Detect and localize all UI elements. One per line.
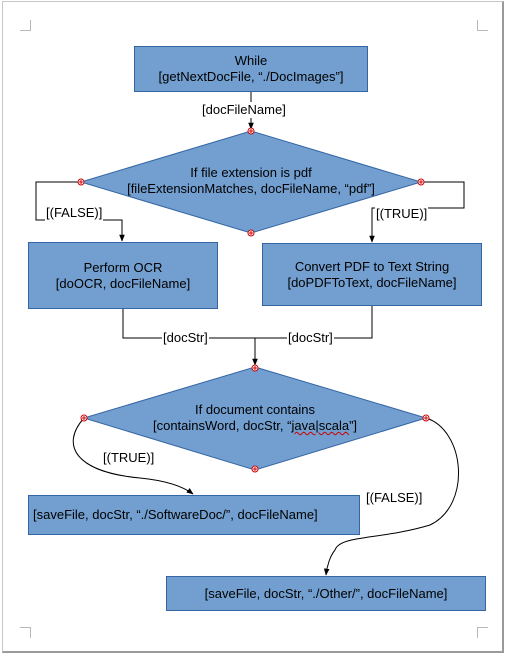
edge-label-true-right: [(TRUE)] (375, 206, 429, 222)
while-node[interactable]: While [getNextDocFile, “./DocImages”] (134, 46, 368, 92)
while-node-call: [getNextDocFile, “./DocImages”] (158, 69, 344, 84)
while-node-title: While (234, 53, 268, 68)
glue-point (80, 414, 88, 422)
decision-contains-title: If document contains (195, 402, 315, 417)
decision-contains-call: [containsWord, docStr, “java|scala”] (152, 418, 358, 433)
glue-point (251, 364, 259, 372)
edge-label-docstr-left: [docStr] (162, 330, 209, 346)
edge-label-docfilename: [docFileName] (201, 102, 287, 118)
decision-pdf-call: [fileExtensionMatches, docFileName, “pdf… (127, 181, 375, 196)
glue-point (417, 178, 425, 186)
convert-pdf-title: Convert PDF to Text String (294, 258, 450, 274)
connector-false-to-ocr (35, 181, 125, 242)
glue-point (247, 127, 255, 135)
glue-point (247, 229, 255, 237)
crop-mark-top-left (20, 20, 31, 31)
glue-point (77, 178, 85, 186)
save-software-node[interactable]: [saveFile, docStr, “./SoftwareDoc/”, doc… (28, 495, 360, 535)
edge-label-docstr-right: [docStr] (287, 330, 334, 346)
decision-pdf-title: If file extension is pdf (190, 165, 312, 180)
convert-pdf-call: [doPDFToText, docFileName] (287, 274, 457, 290)
save-other-call: [saveFile, docStr, “./Other/”, docFileNa… (204, 585, 448, 601)
connector-true-to-convert (369, 181, 465, 243)
crop-mark-bottom-right (477, 627, 488, 638)
connector-ocr-to-merge (122, 309, 255, 339)
keyword-spellcheck: java|scala (291, 418, 350, 433)
crop-mark-bottom-left (20, 627, 31, 638)
perform-ocr-node[interactable]: Perform OCR [doOCR, docFileName] (28, 242, 218, 309)
crop-mark-top-right (477, 20, 488, 31)
decision-contains-label: If document contains [containsWord, docS… (84, 402, 426, 434)
edge-label-false-bottom: [(FALSE)] (366, 490, 423, 505)
edge-label-false-left: [(FALSE)] (45, 205, 104, 221)
perform-ocr-call: [doOCR, docFileName] (55, 275, 191, 291)
save-software-call: [saveFile, docStr, “./SoftwareDoc/”, doc… (33, 507, 318, 522)
save-other-node[interactable]: [saveFile, docStr, “./Other/”, docFileNa… (166, 576, 486, 611)
perform-ocr-title: Perform OCR (83, 259, 163, 275)
glue-point (251, 465, 259, 473)
edge-label-true-bottom: [(TRUE)] (103, 450, 155, 465)
connector-false-to-save-other (323, 417, 460, 576)
convert-pdf-node[interactable]: Convert PDF to Text String [doPDFToText,… (262, 243, 482, 306)
decision-pdf-label: If file extension is pdf [fileExtensionM… (81, 165, 421, 197)
connector-true-to-save-software (72, 417, 194, 495)
glue-point (422, 414, 430, 422)
